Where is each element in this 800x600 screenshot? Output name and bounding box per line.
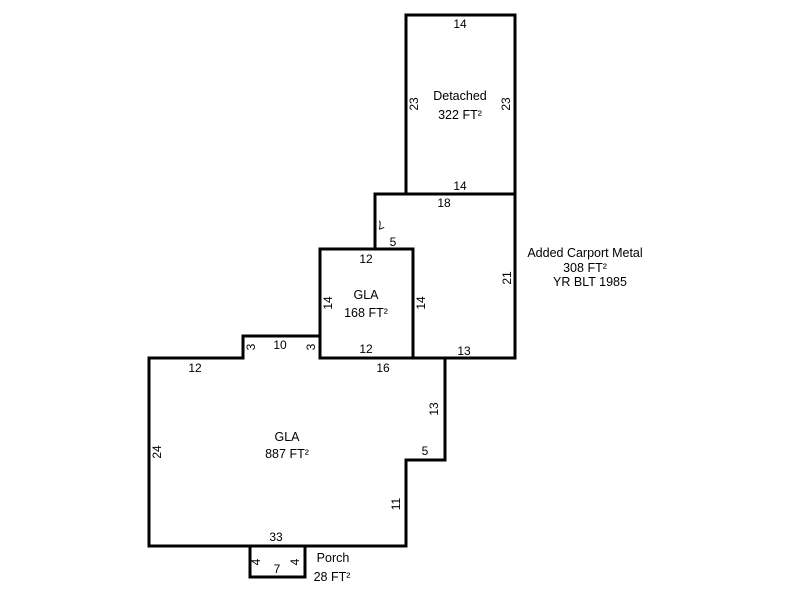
gla-main-size: 887 FT²	[265, 447, 309, 461]
dim-label: 4	[249, 558, 263, 565]
dim-label: 14	[321, 296, 335, 310]
dim-label: 12	[359, 342, 373, 356]
porch-name: Porch	[317, 551, 350, 565]
dim-label: 16	[376, 361, 390, 375]
carport-size: 308 FT²	[563, 261, 607, 275]
dim-label: 23	[407, 97, 421, 111]
dim-label: 3	[304, 343, 318, 350]
dim-label: 21	[500, 271, 514, 285]
porch-size: 28 FT²	[314, 570, 351, 584]
dim-label: 11	[389, 497, 403, 510]
gla-main-outline	[147, 334, 447, 548]
carport-note: YR BLT 1985	[553, 275, 627, 289]
dim-label: 3	[244, 343, 258, 350]
dim-label: 5	[422, 444, 429, 458]
dim-label: 24	[150, 445, 164, 459]
dim-label: 13	[427, 402, 441, 416]
porch-outline	[248, 544, 307, 579]
dim-label: 10	[273, 338, 287, 352]
dim-label: 33	[269, 530, 283, 544]
dim-label: 7	[274, 562, 281, 576]
dim-label: 14	[453, 179, 467, 193]
detached-name: Detached	[433, 89, 487, 103]
gla-main-name: GLA	[274, 430, 300, 444]
carport-name: Added Carport Metal	[527, 246, 642, 260]
dim-label: 14	[453, 17, 467, 31]
gla-upper-size: 168 FT²	[344, 306, 388, 320]
dim-label: 12	[359, 252, 373, 266]
dim-label: 4	[288, 558, 302, 565]
dim-label: 13	[457, 344, 471, 358]
detached-size: 322 FT²	[438, 108, 482, 122]
dim-label: 18	[437, 196, 451, 210]
dim-label: 12	[188, 361, 202, 375]
dim-label: 14	[414, 296, 428, 310]
dim-label: 23	[499, 97, 513, 111]
carport-outline	[373, 192, 517, 360]
dim-label: 5	[390, 235, 397, 249]
gla-upper-name: GLA	[353, 288, 379, 302]
dim-label: 7	[375, 217, 386, 233]
